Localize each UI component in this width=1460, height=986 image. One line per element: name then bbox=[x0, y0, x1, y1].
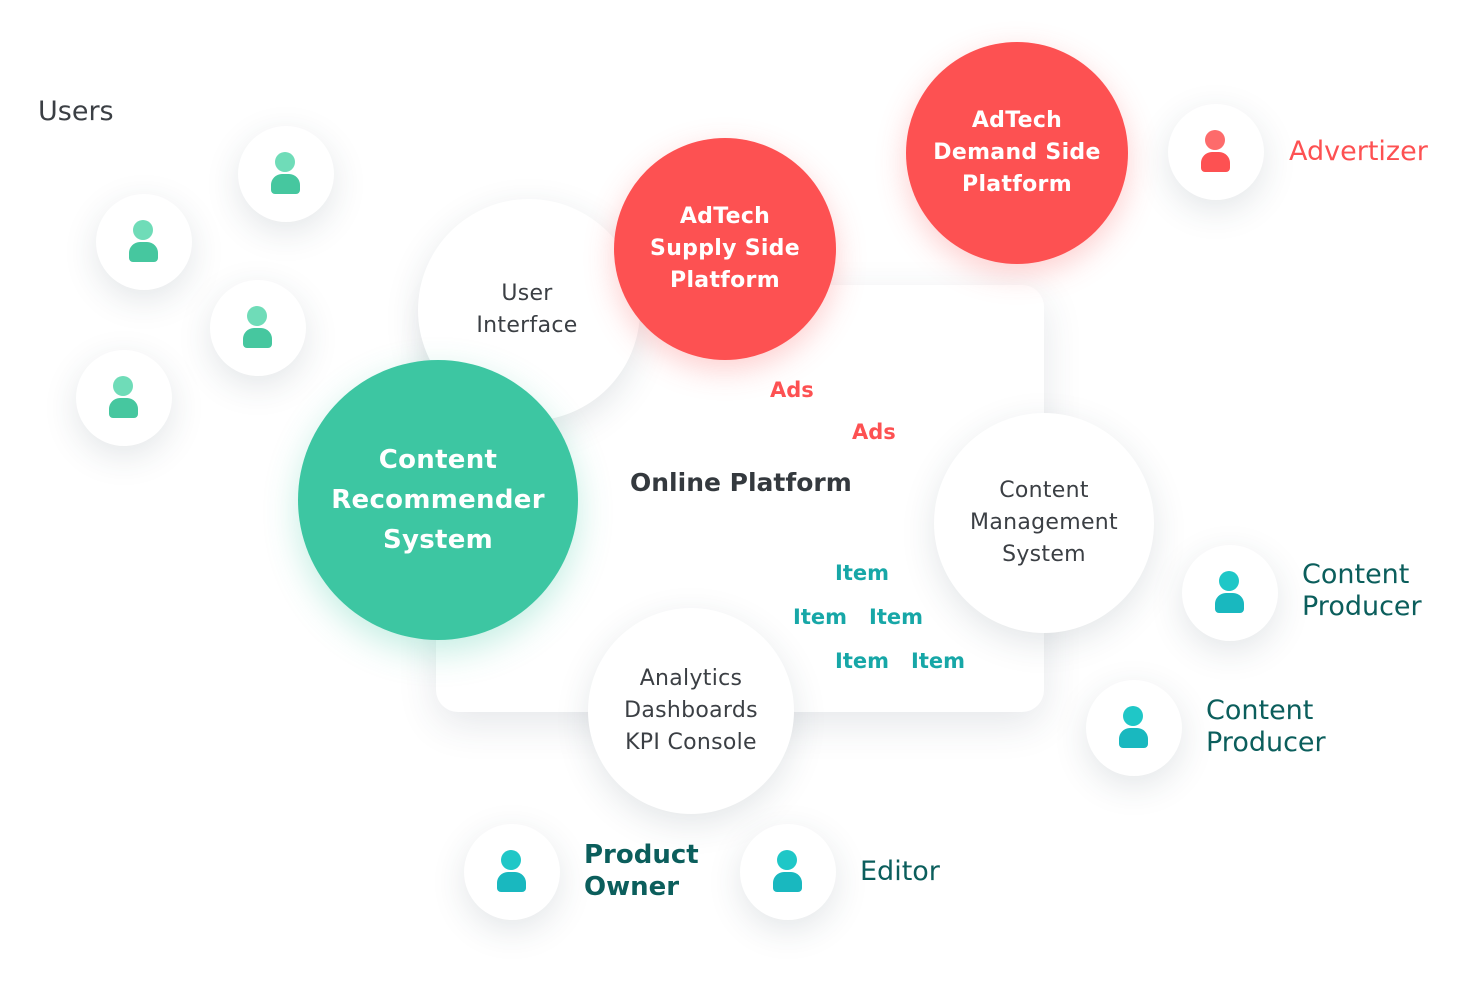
dsp-label: AdTech Demand Side Platform bbox=[933, 108, 1101, 197]
user-node[interactable] bbox=[238, 126, 334, 222]
ssp-node[interactable]: AdTech Supply Side Platform bbox=[614, 138, 836, 360]
content-producer-icon bbox=[1212, 571, 1248, 615]
user-node[interactable] bbox=[96, 194, 192, 290]
content-producer-label: Content Producer bbox=[1302, 559, 1422, 622]
content-producer-icon bbox=[1116, 706, 1152, 750]
item-label: Item bbox=[793, 605, 847, 629]
editor-node[interactable] bbox=[740, 824, 836, 920]
item-label: Item bbox=[869, 605, 923, 629]
item-label: Item bbox=[911, 649, 965, 673]
advertiser-icon bbox=[1198, 130, 1234, 174]
cms-node[interactable]: Content Management System bbox=[934, 413, 1154, 633]
analytics-label: Analytics Dashboards KPI Console bbox=[624, 666, 758, 755]
advertizer-label: Advertizer bbox=[1289, 136, 1428, 167]
product-owner-node[interactable] bbox=[464, 824, 560, 920]
editor-icon bbox=[770, 850, 806, 894]
item-label: Item bbox=[835, 561, 889, 585]
content-recommender-label: Content Recommender System bbox=[331, 445, 545, 555]
user-interface-label: User Interface bbox=[476, 281, 578, 338]
cms-label: Content Management System bbox=[970, 478, 1118, 567]
content-recommender-node[interactable]: Content Recommender System bbox=[298, 360, 578, 640]
platform-title: Online Platform bbox=[630, 468, 852, 497]
product-owner-label: Product Owner bbox=[584, 840, 699, 902]
dsp-node[interactable]: AdTech Demand Side Platform bbox=[906, 42, 1128, 264]
ads-label: Ads bbox=[852, 420, 896, 444]
users-label: Users bbox=[38, 96, 114, 127]
user-node[interactable] bbox=[76, 350, 172, 446]
user-icon bbox=[268, 152, 304, 196]
ssp-label: AdTech Supply Side Platform bbox=[650, 204, 800, 293]
user-icon bbox=[126, 220, 162, 264]
content-producer-label: Content Producer bbox=[1206, 695, 1326, 758]
ads-label: Ads bbox=[770, 378, 814, 402]
editor-label: Editor bbox=[860, 856, 940, 887]
product-owner-icon bbox=[494, 850, 530, 894]
content-producer-node[interactable] bbox=[1086, 680, 1182, 776]
advertizer-node[interactable] bbox=[1168, 104, 1264, 200]
user-icon bbox=[240, 306, 276, 350]
user-node[interactable] bbox=[210, 280, 306, 376]
user-icon bbox=[106, 376, 142, 420]
analytics-node[interactable]: Analytics Dashboards KPI Console bbox=[588, 608, 794, 814]
content-producer-node[interactable] bbox=[1182, 545, 1278, 641]
item-label: Item bbox=[835, 649, 889, 673]
